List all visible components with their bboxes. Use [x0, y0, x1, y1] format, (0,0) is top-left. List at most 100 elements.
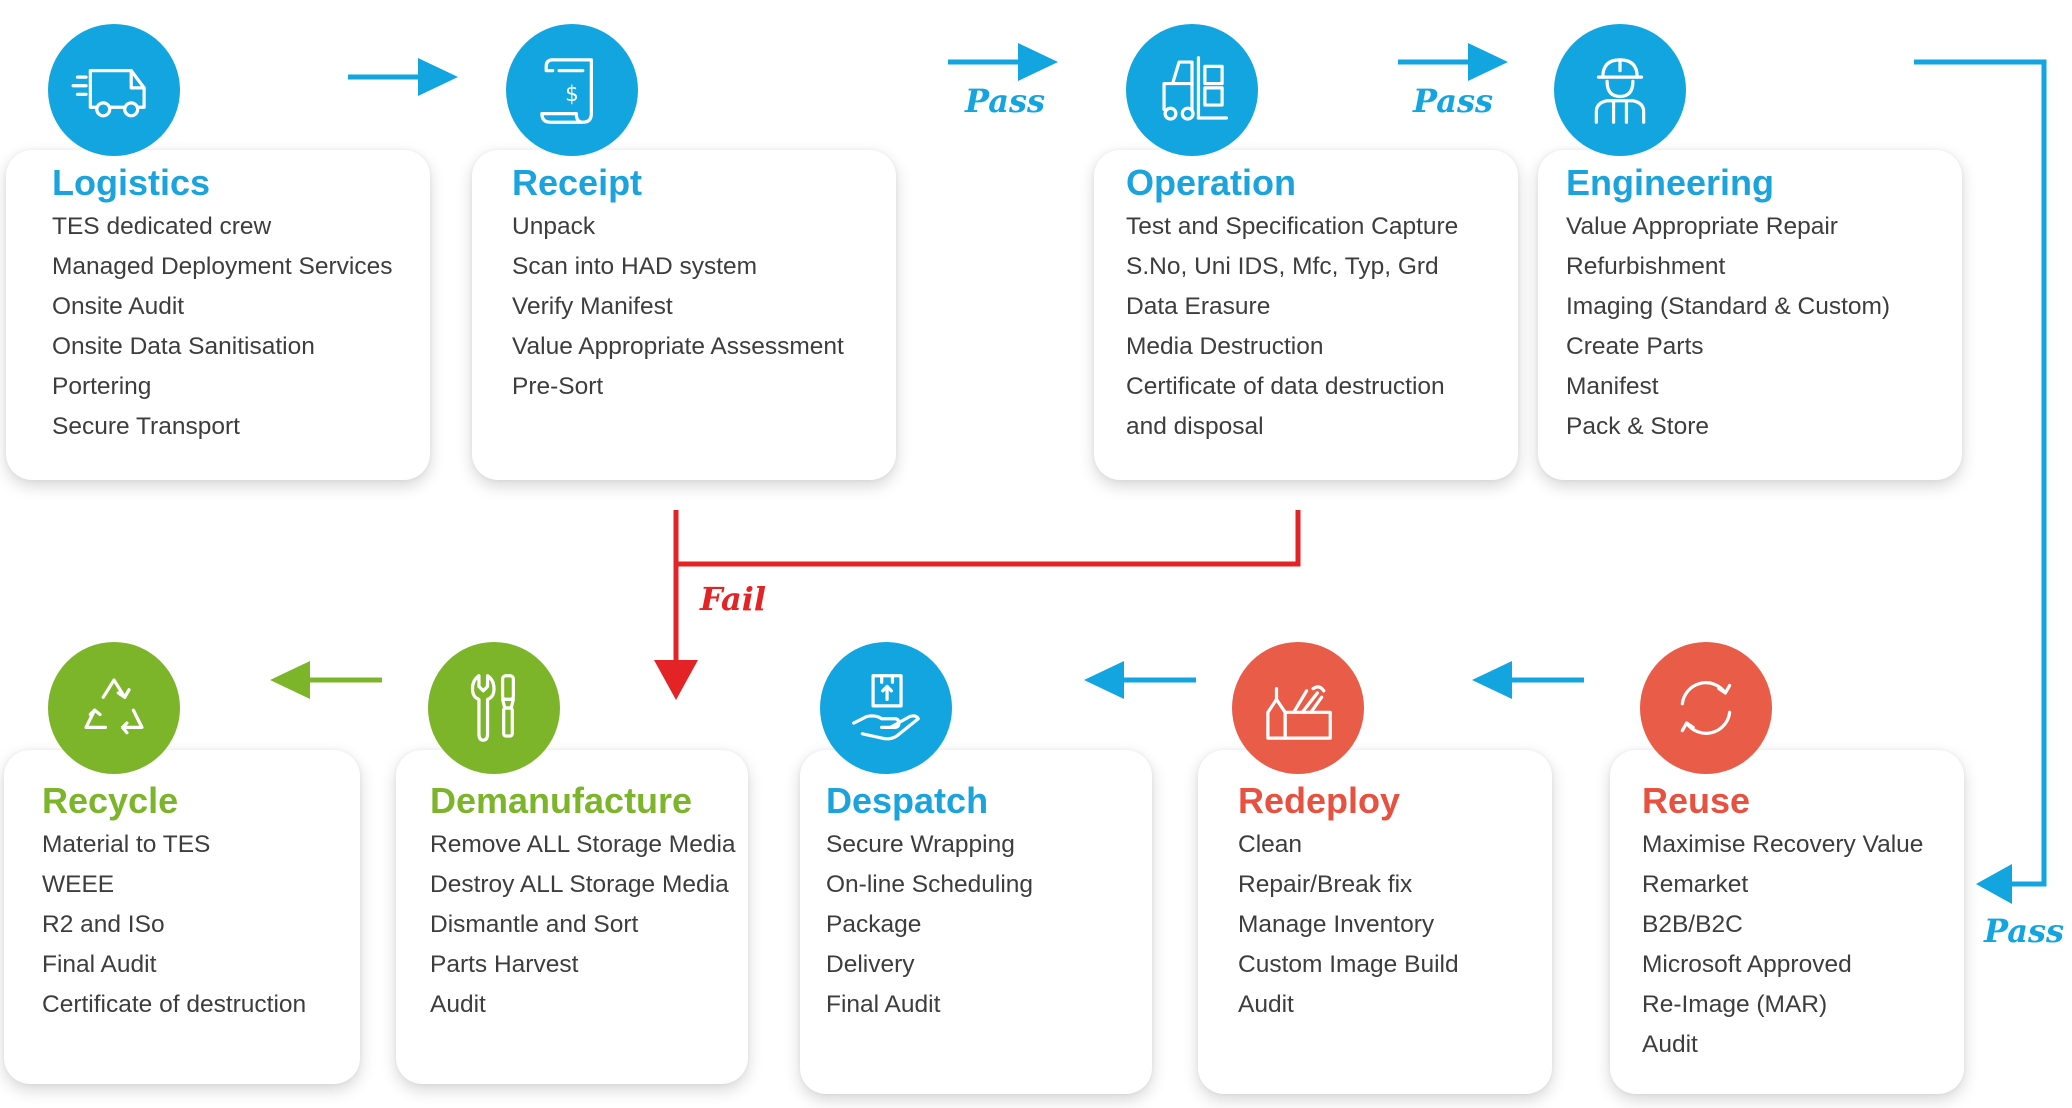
stage-title-despatch: Despatch	[826, 780, 989, 821]
stage-icon-recycle	[48, 642, 180, 774]
list-item: Unpack	[512, 213, 596, 240]
list-item: Certificate of destruction	[42, 991, 307, 1018]
list-item: Secure Transport	[52, 413, 240, 440]
stage-icon-receipt: $	[506, 24, 638, 156]
list-item: Onsite Audit	[52, 293, 185, 320]
list-item: WEEE	[42, 871, 115, 898]
pass-label: Pass	[1984, 912, 2064, 950]
refresh-cycle-icon	[1680, 681, 1732, 735]
package-hand-icon	[852, 674, 920, 741]
arrow-fail-to-demanufacture	[654, 510, 1301, 700]
list-item: On-line Scheduling	[826, 871, 1034, 898]
list-item: Custom Image Build	[1238, 951, 1459, 978]
list-item: Media Destruction	[1126, 333, 1324, 360]
receipt-scroll-icon: $	[540, 58, 593, 124]
list-item: Secure Wrapping	[826, 831, 1015, 858]
list-item: Portering	[52, 373, 152, 400]
svg-text:$: $	[565, 82, 579, 107]
pass-label: Pass	[1413, 82, 1493, 120]
arrow-redeploy-to-despatch	[1084, 661, 1196, 699]
stage-card-redeploy	[1198, 750, 1552, 1094]
stage-icon-engineering	[1554, 24, 1686, 156]
arrow-operation-to-engineering	[1398, 43, 1508, 81]
arrow-logistics-to-receipt	[348, 58, 458, 96]
list-item: Re-Image (MAR)	[1642, 991, 1828, 1018]
list-item: R2 and ISo	[42, 911, 165, 938]
list-item: Microsoft Approved	[1642, 951, 1852, 978]
stage-icon-despatch	[820, 642, 952, 774]
list-item: Verify Manifest	[512, 293, 673, 320]
list-item: Refurbishment	[1566, 253, 1726, 280]
stage-list-operation: Test and Specification Capture S.No, Uni…	[1126, 207, 1458, 447]
list-item: Audit	[1642, 1031, 1698, 1058]
list-item: and disposal	[1126, 413, 1264, 440]
stage-list-logistics: TES dedicated crew Managed Deployment Se…	[52, 207, 392, 447]
list-item: Dismantle and Sort	[430, 911, 639, 938]
arrow-demanufacture-to-recycle	[270, 661, 382, 699]
stage-card-demanufacture	[396, 750, 748, 1084]
list-item: Certificate of data destruction	[1126, 373, 1445, 400]
stage-card-reuse	[1610, 750, 1964, 1094]
stage-list-engineering: Value Appropriate Repair Refurbishment I…	[1566, 207, 1890, 447]
stage-icon-demanufacture	[428, 642, 560, 774]
stage-card-recycle	[4, 750, 360, 1084]
list-item: Audit	[430, 991, 486, 1018]
arrow-receipt-to-operation	[948, 43, 1058, 81]
pass-label: Pass	[965, 82, 1045, 120]
toolbox-icon	[1266, 685, 1332, 740]
list-item: Manage Inventory	[1238, 911, 1435, 938]
list-item: Pack & Store	[1566, 413, 1709, 440]
arrow-engineering-to-reuse	[1914, 59, 2047, 904]
list-item: S.No, Uni IDS, Mfc, Typ, Grd	[1126, 253, 1439, 280]
arrow-reuse-to-redeploy	[1472, 661, 1584, 699]
list-item: TES dedicated crew	[52, 213, 272, 240]
recycle-icon	[84, 678, 144, 735]
stage-title-reuse: Reuse	[1642, 780, 1751, 821]
stage-icon-redeploy	[1232, 642, 1364, 774]
engineer-icon	[1594, 58, 1646, 124]
stage-title-operation: Operation	[1126, 162, 1297, 203]
delivery-van-icon	[71, 69, 146, 118]
stage-list-receipt: Unpack Scan into HAD system Verify Manif…	[512, 207, 844, 407]
stage-title-logistics: Logistics	[52, 162, 211, 203]
list-item: Manifest	[1566, 373, 1659, 400]
stage-title-recycle: Recycle	[42, 780, 179, 821]
stage-card-despatch	[800, 750, 1152, 1094]
list-item: Test and Specification Capture	[1126, 213, 1459, 240]
stage-list-recycle: Material to TES WEEE R2 and ISo Final Au…	[42, 825, 306, 1025]
stage-card-engineering	[1538, 150, 1962, 480]
stage-list-despatch: Secure Wrapping On-line Scheduling Packa…	[826, 825, 1033, 1025]
list-item: Pre-Sort	[512, 373, 604, 400]
list-item: Parts Harvest	[430, 951, 579, 978]
list-item: Imaging (Standard & Custom)	[1566, 293, 1891, 320]
list-item: Audit	[1238, 991, 1294, 1018]
list-item: Create Parts	[1566, 333, 1704, 360]
list-item: Material to TES	[42, 831, 211, 858]
list-item: Final Audit	[826, 991, 941, 1018]
stage-list-reuse: Maximise Recovery Value Remarket B2B/B2C…	[1642, 825, 1923, 1065]
list-item: Managed Deployment Services	[52, 253, 393, 280]
list-item: Clean	[1238, 831, 1303, 858]
list-item: Scan into HAD system	[512, 253, 758, 280]
list-item: Data Erasure	[1126, 293, 1271, 320]
stage-list-redeploy: Clean Repair/Break fix Manage Inventory …	[1238, 825, 1459, 1025]
stage-title-demanufacture: Demanufacture	[430, 780, 693, 821]
stage-icon-logistics	[48, 24, 180, 156]
stage-title-redeploy: Redeploy	[1238, 780, 1401, 821]
list-item: B2B/B2C	[1642, 911, 1743, 938]
stage-list-demanufacture: Remove ALL Storage Media Destroy ALL Sto…	[430, 825, 736, 1025]
wrench-screwdriver-icon	[470, 674, 515, 742]
stage-card-logistics	[6, 150, 430, 480]
stage-title-engineering: Engineering	[1566, 162, 1775, 203]
list-item: Maximise Recovery Value	[1642, 831, 1924, 858]
stage-icon-operation	[1126, 24, 1258, 156]
list-item: Package	[826, 911, 922, 938]
list-item: Remarket	[1642, 871, 1749, 898]
stage-card-receipt	[472, 150, 896, 480]
list-item: Onsite Data Sanitisation	[52, 333, 315, 360]
list-item: Remove ALL Storage Media	[430, 831, 736, 858]
list-item: Value Appropriate Repair	[1566, 213, 1838, 240]
stage-title-receipt: Receipt	[512, 162, 643, 203]
list-item: Destroy ALL Storage Media	[430, 871, 729, 898]
